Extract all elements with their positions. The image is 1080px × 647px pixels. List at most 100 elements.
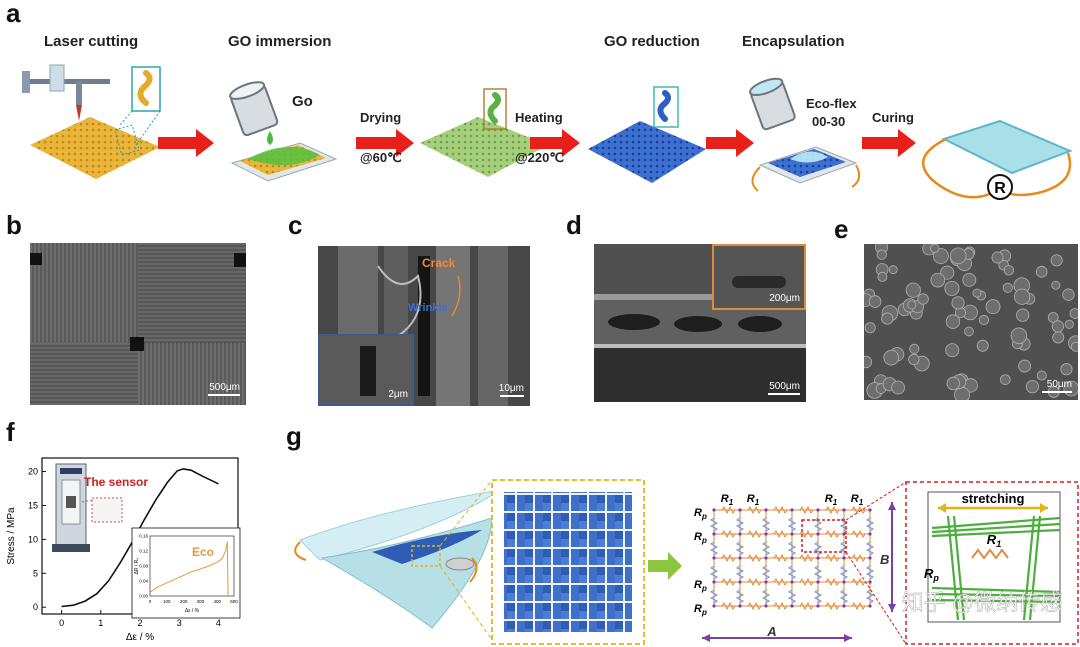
drying-temp-label: @60℃ [360, 150, 402, 165]
fiber-blue-icon [657, 90, 671, 122]
inset-x-tick-label: 200 [180, 599, 188, 604]
y-axis-label: Stress / MPa [6, 507, 17, 565]
sem-e-particle [1018, 359, 1032, 373]
r1-zoom-label: R [987, 532, 997, 547]
scale-bar-b: 500μm [209, 382, 240, 393]
rp-letter: R [694, 531, 702, 543]
resistor-rp-icon [761, 541, 771, 556]
scale-bar-d-inset: 200μm [769, 293, 800, 304]
resistor-rp-icon [709, 589, 719, 604]
sem-e-particle [876, 249, 887, 260]
sem-image-b: 500μm [30, 243, 246, 405]
laser-head-icon [22, 71, 30, 93]
r1-subscript: 1 [859, 498, 864, 507]
resistor-rp-icon [865, 565, 875, 580]
sem-e-particle [1025, 380, 1040, 394]
grid-node [712, 532, 716, 536]
resistor-rp-icon [709, 541, 719, 556]
resistor-r1-icon [773, 529, 788, 539]
panel-label-d: d [566, 210, 582, 240]
grid-node [816, 580, 820, 584]
sem-e-particle [985, 299, 1001, 315]
resistor-r1-icon [825, 553, 840, 563]
resistor-r1-icon [747, 505, 762, 515]
r1-label: R1 [747, 493, 760, 507]
inset-drop-line [226, 541, 229, 597]
woven-pattern [504, 492, 632, 632]
inset-x-label: Δε / % [185, 608, 200, 614]
grid-node [842, 556, 846, 560]
resistor-r1-icon [851, 553, 866, 563]
rp-letter: R [694, 579, 702, 591]
sem-e-particle [1051, 280, 1061, 290]
resistor-r1-icon [799, 553, 814, 563]
grid-node [842, 604, 846, 608]
resistor-rp-icon [787, 541, 797, 556]
final-sensor [941, 119, 1073, 175]
sem-e-particle [999, 374, 1011, 385]
sem-e-particle [905, 282, 921, 298]
inset-y-label: ΔR / R₀ [134, 558, 140, 575]
scale-bar-c-inset: 2μm [388, 389, 408, 400]
resistor-r1-icon [825, 577, 840, 587]
arrow-1-icon [158, 129, 214, 157]
sem-e-particle [1035, 266, 1048, 278]
resistor-r1-icon [747, 577, 762, 587]
sem-e-particle [972, 288, 982, 298]
x-tick-label: 4 [216, 618, 221, 628]
sem-e-particle [908, 353, 920, 366]
rp-label: Rp [694, 579, 707, 593]
zoom-box-fiber-gold [131, 66, 161, 112]
resistor-r1-icon [721, 505, 736, 515]
resistor-rp-icon [839, 565, 849, 580]
panel-label-f: f [6, 417, 15, 447]
go-label: Go [292, 93, 313, 110]
sem-e-particle [976, 339, 989, 352]
heating-temp-label: @220℃ [515, 150, 564, 165]
grid-node [868, 556, 872, 560]
textile-mesh-gold [30, 117, 160, 179]
zoom-box-sensor [411, 545, 441, 567]
grid-node [712, 604, 716, 608]
resistor-r1-icon [773, 505, 788, 515]
r1-zoom-sub: 1 [996, 539, 1001, 549]
resistor-r1-icon [851, 529, 866, 539]
heating-label: Heating [515, 110, 563, 125]
sem-e-particle [930, 272, 946, 288]
sem-e-particle [1013, 288, 1031, 305]
y-tick-label: 5 [33, 568, 38, 578]
resistor-r1-icon [851, 505, 866, 515]
resistor-r1-icon [825, 601, 840, 611]
sem-e-particle [946, 376, 960, 391]
sem-e-particle [1036, 370, 1047, 381]
rp-subscript: p [701, 584, 707, 593]
x-tick-label: 0 [59, 618, 64, 628]
sem-e-particle [954, 386, 971, 400]
textile-mesh-green [420, 117, 548, 177]
textile-mesh-blue [588, 121, 706, 183]
grid-node [816, 556, 820, 560]
resistor-r1-icon [721, 553, 736, 563]
grid-node [790, 580, 794, 584]
x-axis-label: Δε / % [126, 632, 154, 643]
arrow-4-icon [706, 129, 754, 157]
laser-beam-icon [76, 105, 82, 121]
sem-e-particle [883, 349, 900, 366]
dimension-a-label: A [766, 624, 776, 639]
svg-text:R1: R1 [987, 532, 1001, 549]
sem-e-particle [930, 244, 940, 253]
sem-e-particle [1060, 363, 1073, 376]
inset-y-tick-label: 0.08 [139, 564, 148, 569]
r1-label: R1 [825, 493, 838, 507]
rp-subscript: p [701, 608, 707, 617]
grid-node [868, 532, 872, 536]
step-encapsulation: Encapsulation [742, 33, 845, 50]
resistor-rp-icon [761, 565, 771, 580]
zoom-box-fiber-green [483, 88, 507, 130]
scale-bar-d: 500μm [769, 381, 800, 392]
sem-e-particle [909, 343, 920, 354]
resistor-r1-icon [747, 601, 762, 611]
grid-node [790, 532, 794, 536]
wrinkle-label: Wrinkle [408, 302, 448, 314]
sem-e-particle [940, 265, 955, 280]
